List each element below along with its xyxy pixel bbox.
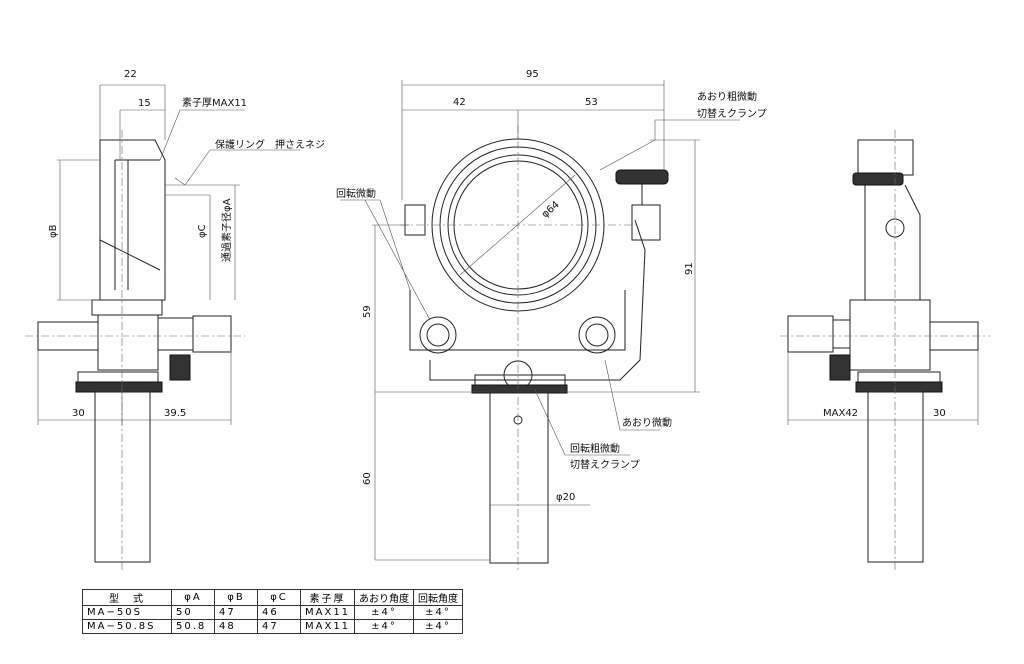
header-thickness: 素子厚 bbox=[299, 589, 356, 606]
dim-53: 53 bbox=[585, 97, 598, 108]
cell-phiB: 48 bbox=[214, 619, 258, 634]
dim-42: 42 bbox=[453, 97, 466, 108]
front-view: 95 42 53 あおり粗微動 切替えクランプ 回転微動 φ64 59 91 あ… bbox=[336, 69, 767, 570]
dim-95: 95 bbox=[526, 69, 539, 80]
header-phiA: φA bbox=[171, 589, 215, 606]
note-protective-ring: 保護リング 押さえネジ bbox=[215, 138, 325, 151]
table-row: MA−50.8S 50.8 48 47 MAX11 ±4° ±4° bbox=[82, 619, 464, 634]
cell-phiC: 46 bbox=[257, 605, 301, 620]
note-element-thickness: 素子厚MAX11 bbox=[182, 96, 247, 109]
cell-model: MA−50.8S bbox=[82, 619, 172, 634]
dim-phiA: 通過素子径φA bbox=[220, 198, 233, 262]
dim-phiC: φC bbox=[197, 224, 208, 238]
dim-30-left: 30 bbox=[72, 408, 85, 419]
dim-39-5: 39.5 bbox=[164, 408, 186, 419]
note-tilt-clamp: 切替えクランプ bbox=[697, 107, 767, 120]
note-rotation-clamp: 切替えクランプ bbox=[570, 458, 640, 471]
cell-rotation-angle: ±4° bbox=[413, 619, 464, 634]
dim-22: 22 bbox=[124, 69, 137, 80]
note-rotation-coarse-fine: 回転粗微動 bbox=[570, 442, 620, 455]
dim-phiB: φB bbox=[48, 224, 59, 238]
cell-rotation-angle: ±4° bbox=[413, 605, 464, 620]
dim-60: 60 bbox=[362, 472, 373, 485]
table-row: MA−50S 50 47 46 MAX11 ±4° ±4° bbox=[82, 605, 464, 620]
table-header-row: 型 式 φA φB φC 素子厚 あおり角度 回転角度 bbox=[82, 589, 464, 606]
note-tilt-coarse-fine: あおり粗微動 bbox=[697, 90, 757, 103]
dim-15: 15 bbox=[138, 98, 151, 109]
cell-phiB: 47 bbox=[214, 605, 258, 620]
left-side-view: 22 15 素子厚MAX11 保護リング 押さえネジ φB φC 通過素子径φA… bbox=[25, 69, 325, 570]
header-rotation-angle: 回転角度 bbox=[413, 589, 464, 606]
dim-phi20: φ20 bbox=[556, 492, 575, 503]
cell-phiC: 47 bbox=[257, 619, 301, 634]
cell-tilt-angle: ±4° bbox=[354, 619, 415, 634]
right-side-view: MAX42 30 bbox=[780, 130, 990, 570]
header-phiC: φC bbox=[257, 589, 301, 606]
cell-model: MA−50S bbox=[82, 605, 172, 620]
dim-max42: MAX42 bbox=[823, 408, 858, 419]
header-tilt-angle: あおり角度 bbox=[354, 589, 415, 606]
spec-table: 型 式 φA φB φC 素子厚 あおり角度 回転角度 MA−50S 50 47… bbox=[82, 589, 464, 634]
header-phiB: φB bbox=[214, 589, 258, 606]
cell-phiA: 50.8 bbox=[171, 619, 215, 634]
dim-59: 59 bbox=[362, 305, 373, 318]
cell-phiA: 50 bbox=[171, 605, 215, 620]
cell-thickness: MAX11 bbox=[299, 619, 356, 634]
cell-thickness: MAX11 bbox=[299, 605, 356, 620]
dim-30-right: 30 bbox=[933, 408, 946, 419]
cell-tilt-angle: ±4° bbox=[354, 605, 415, 620]
header-model: 型 式 bbox=[82, 589, 172, 606]
dim-91: 91 bbox=[684, 262, 695, 275]
note-rotation-fine: 回転微動 bbox=[336, 187, 376, 200]
note-tilt-fine: あおり微動 bbox=[622, 416, 672, 429]
